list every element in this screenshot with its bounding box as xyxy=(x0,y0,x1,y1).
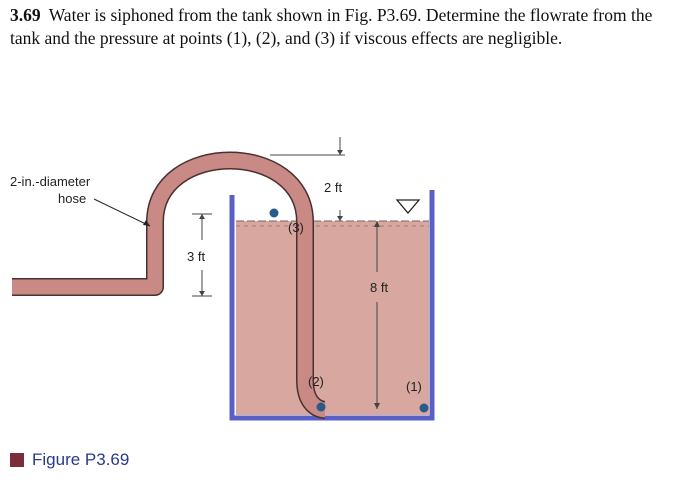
hose-label-line2: hose xyxy=(58,191,86,206)
dim-3ft-arrowhead-bottom xyxy=(199,291,205,296)
point-3-label: (3) xyxy=(288,220,304,235)
siphon-hose-fill xyxy=(12,153,326,418)
free-surface-symbol xyxy=(395,199,421,215)
dim-2ft-arrowhead-bottom xyxy=(337,216,343,221)
caption-square-icon xyxy=(10,453,24,467)
dim-8ft-arrowhead-top xyxy=(374,221,380,227)
point-3-dot xyxy=(269,208,279,218)
dim-3ft-arrowhead-top xyxy=(199,214,205,219)
dim-8ft-label: 8 ft xyxy=(370,280,388,295)
problem-text: Water is siphoned from the tank shown in… xyxy=(10,5,653,48)
tank-wall xyxy=(229,190,435,421)
hose-label-line1: 2-in.-diameter xyxy=(10,174,91,189)
figure-caption: Figure P3.69 xyxy=(10,450,129,470)
problem-number: 3.69 xyxy=(10,5,41,25)
dim-3ft-label: 3 ft xyxy=(187,249,205,264)
dim-8ft-arrowhead-bottom xyxy=(374,403,380,409)
problem-statement: 3.69 Water is siphoned from the tank sho… xyxy=(10,4,675,50)
dim-2ft-arrowhead-top xyxy=(337,150,343,155)
hose-leader-arrowhead xyxy=(143,220,150,226)
dim-2ft-label: 2 ft xyxy=(324,180,342,195)
point-1-dot xyxy=(419,403,429,413)
tank-water xyxy=(236,221,429,415)
caption-text: Figure P3.69 xyxy=(32,450,130,469)
point-2-label: (2) xyxy=(308,374,324,389)
point-2-dot xyxy=(316,402,326,412)
hose-leader-line xyxy=(93,198,151,227)
point-1-label: (1) xyxy=(406,379,422,394)
